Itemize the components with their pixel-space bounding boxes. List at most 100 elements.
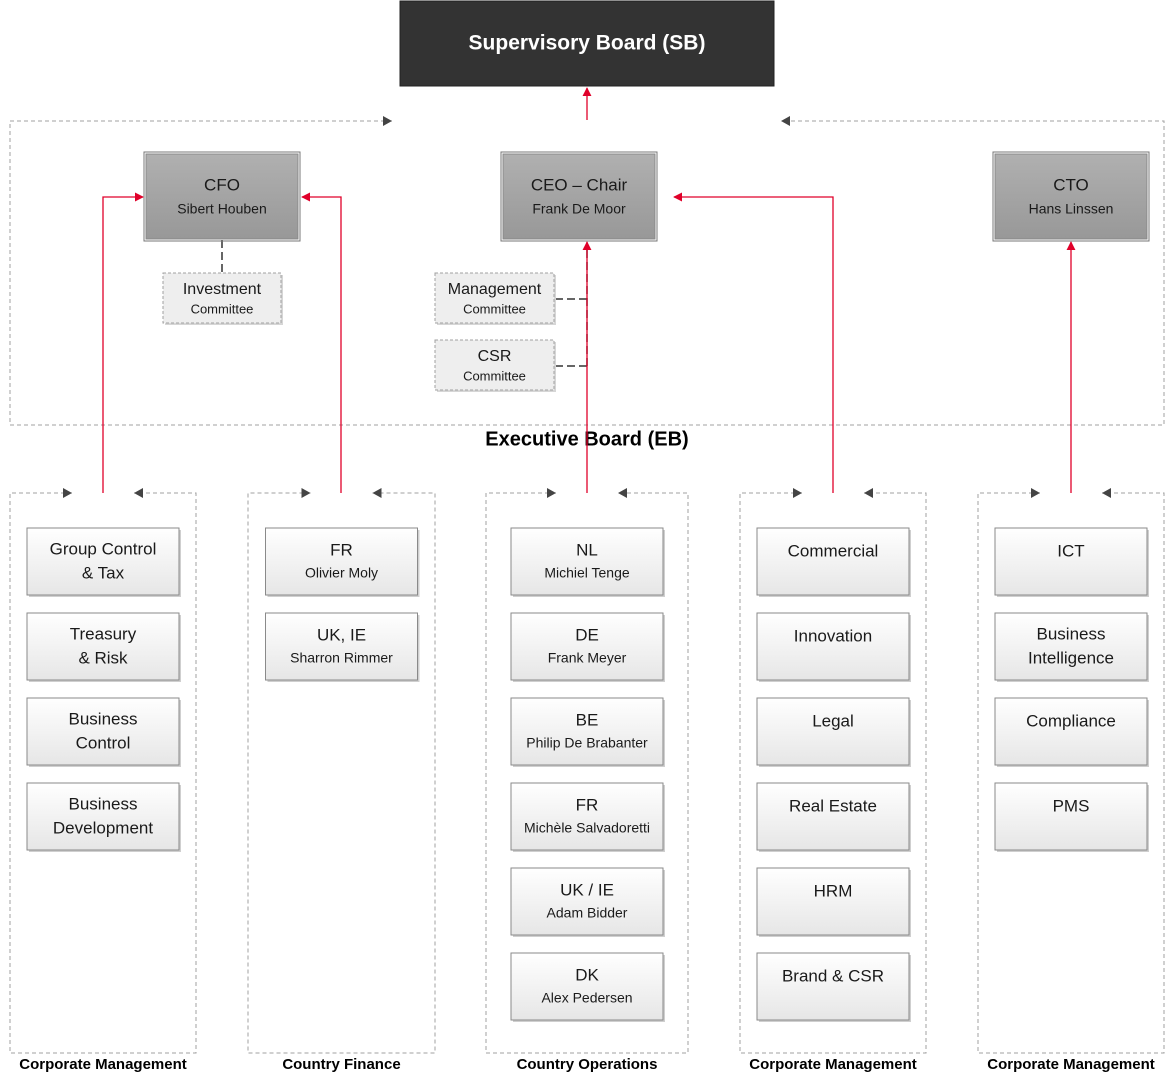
unit-title: Business: [69, 709, 138, 728]
unit-title: DK: [575, 965, 599, 984]
arrow-right-icon: [1031, 488, 1040, 498]
arrow-left-icon: [1102, 488, 1111, 498]
unit-title: & Tax: [82, 563, 125, 582]
arrow-right-icon: [547, 488, 556, 498]
unit-title: Intelligence: [1028, 648, 1114, 667]
reporting-connectors: [102, 192, 1076, 493]
column-label: Corporate Management: [749, 1056, 917, 1073]
unit-title: BE: [576, 710, 599, 729]
arrow-right-icon: [383, 116, 392, 126]
column-label: Country Finance: [282, 1056, 400, 1073]
arrow-left-icon: [372, 488, 382, 498]
officer-name: Hans Linssen: [1029, 201, 1114, 217]
unit-title: Real Estate: [789, 796, 877, 815]
unit-title: Legal: [812, 711, 854, 730]
unit-box: Group Control & Tax: [26, 527, 181, 597]
unit-person: Michèle Salvadoretti: [524, 820, 650, 836]
supervisory-board: Supervisory Board (SB): [399, 0, 775, 87]
unit-title: Innovation: [794, 626, 872, 645]
unit-box: Commercial: [756, 527, 911, 597]
unit-box: FR Michèle Salvadoretti: [510, 782, 665, 852]
unit-title: Brand & CSR: [782, 966, 884, 985]
unit-box: UK, IE Sharron Rimmer: [265, 612, 420, 682]
unit-box: DE Frank Meyer: [510, 612, 665, 682]
unit-person: Michiel Tenge: [544, 565, 630, 581]
arrow-left-icon: [134, 488, 143, 498]
unit-title: Compliance: [1026, 711, 1116, 730]
officer-cfo: CFO Sibert Houben: [143, 151, 301, 242]
unit-title: Group Control: [50, 539, 157, 558]
unit-person: Adam Bidder: [547, 905, 628, 921]
committee-title: Management: [448, 281, 542, 298]
arrow-left-icon: [864, 488, 873, 498]
unit-box: Legal: [756, 697, 911, 767]
unit-box: Innovation: [756, 612, 911, 682]
unit-box: ICT: [994, 527, 1149, 597]
arrow-left-icon: [618, 488, 627, 498]
officer-title: CEO – Chair: [531, 175, 628, 194]
officer-title: CTO: [1053, 175, 1089, 194]
arrow-left-icon: [781, 116, 790, 126]
committee-title: Investment: [183, 281, 262, 298]
unit-title: & Risk: [78, 648, 128, 667]
arrow-right-icon: [301, 488, 311, 498]
officer-name: Frank De Moor: [532, 201, 626, 217]
unit-person: Frank Meyer: [548, 650, 627, 666]
column-corp-mgmt-cfo: Corporate Management Group Control & TaxTr…: [9, 488, 197, 1073]
committee-csr: CSR Committee: [434, 339, 556, 392]
column-corp-mgmt-cto: Corporate Management ICT BusinessIntellige…: [977, 488, 1165, 1073]
unit-title: Business: [1037, 624, 1106, 643]
unit-box: NL Michiel Tenge: [510, 527, 665, 597]
officer-title: CFO: [204, 175, 240, 194]
unit-title: DE: [575, 625, 599, 644]
column-label: Corporate Management: [19, 1056, 187, 1073]
unit-title: Business: [69, 794, 138, 813]
column-label: Corporate Management: [987, 1056, 1155, 1073]
committee-subtitle: Committee: [463, 301, 526, 316]
arrow-right-icon: [793, 488, 802, 498]
officer-name: Sibert Houben: [177, 201, 267, 217]
unit-box: PMS: [994, 782, 1149, 852]
unit-title: FR: [330, 540, 353, 559]
unit-box: Brand & CSR: [756, 952, 911, 1022]
unit-title: Treasury: [70, 624, 137, 643]
unit-box: UK / IE Adam Bidder: [510, 867, 665, 937]
unit-box: DK Alex Pedersen: [510, 952, 665, 1022]
unit-box: HRM: [756, 867, 911, 937]
unit-box: Compliance: [994, 697, 1149, 767]
committee-title: CSR: [478, 348, 512, 365]
supervisory-board-label: Supervisory Board (SB): [469, 32, 706, 55]
unit-title: PMS: [1053, 796, 1090, 815]
unit-title: FR: [576, 795, 599, 814]
arrow-right-icon: [63, 488, 72, 498]
committee-subtitle: Committee: [463, 368, 526, 383]
unit-person: Philip De Brabanter: [526, 735, 648, 751]
committee-subtitle: Committee: [191, 301, 254, 316]
unit-title: UK / IE: [560, 880, 614, 899]
unit-box: Real Estate: [756, 782, 911, 852]
officer-cto: CTO Hans Linssen: [992, 151, 1150, 242]
unit-title: Control: [76, 733, 131, 752]
unit-person: Sharron Rimmer: [290, 650, 393, 666]
unit-title: UK, IE: [317, 625, 366, 644]
column-corp-mgmt-ceo: Corporate Management CommercialInnovation…: [739, 488, 927, 1073]
unit-title: Commercial: [788, 541, 879, 560]
unit-person: Alex Pedersen: [541, 990, 632, 1006]
unit-title: Development: [53, 818, 153, 837]
unit-title: ICT: [1057, 541, 1084, 560]
column-label: Country Operations: [517, 1056, 658, 1073]
unit-title: NL: [576, 540, 598, 559]
unit-box: Treasury & Risk: [26, 612, 181, 682]
unit-box: BE Philip De Brabanter: [510, 697, 665, 767]
unit-title: HRM: [814, 881, 853, 900]
